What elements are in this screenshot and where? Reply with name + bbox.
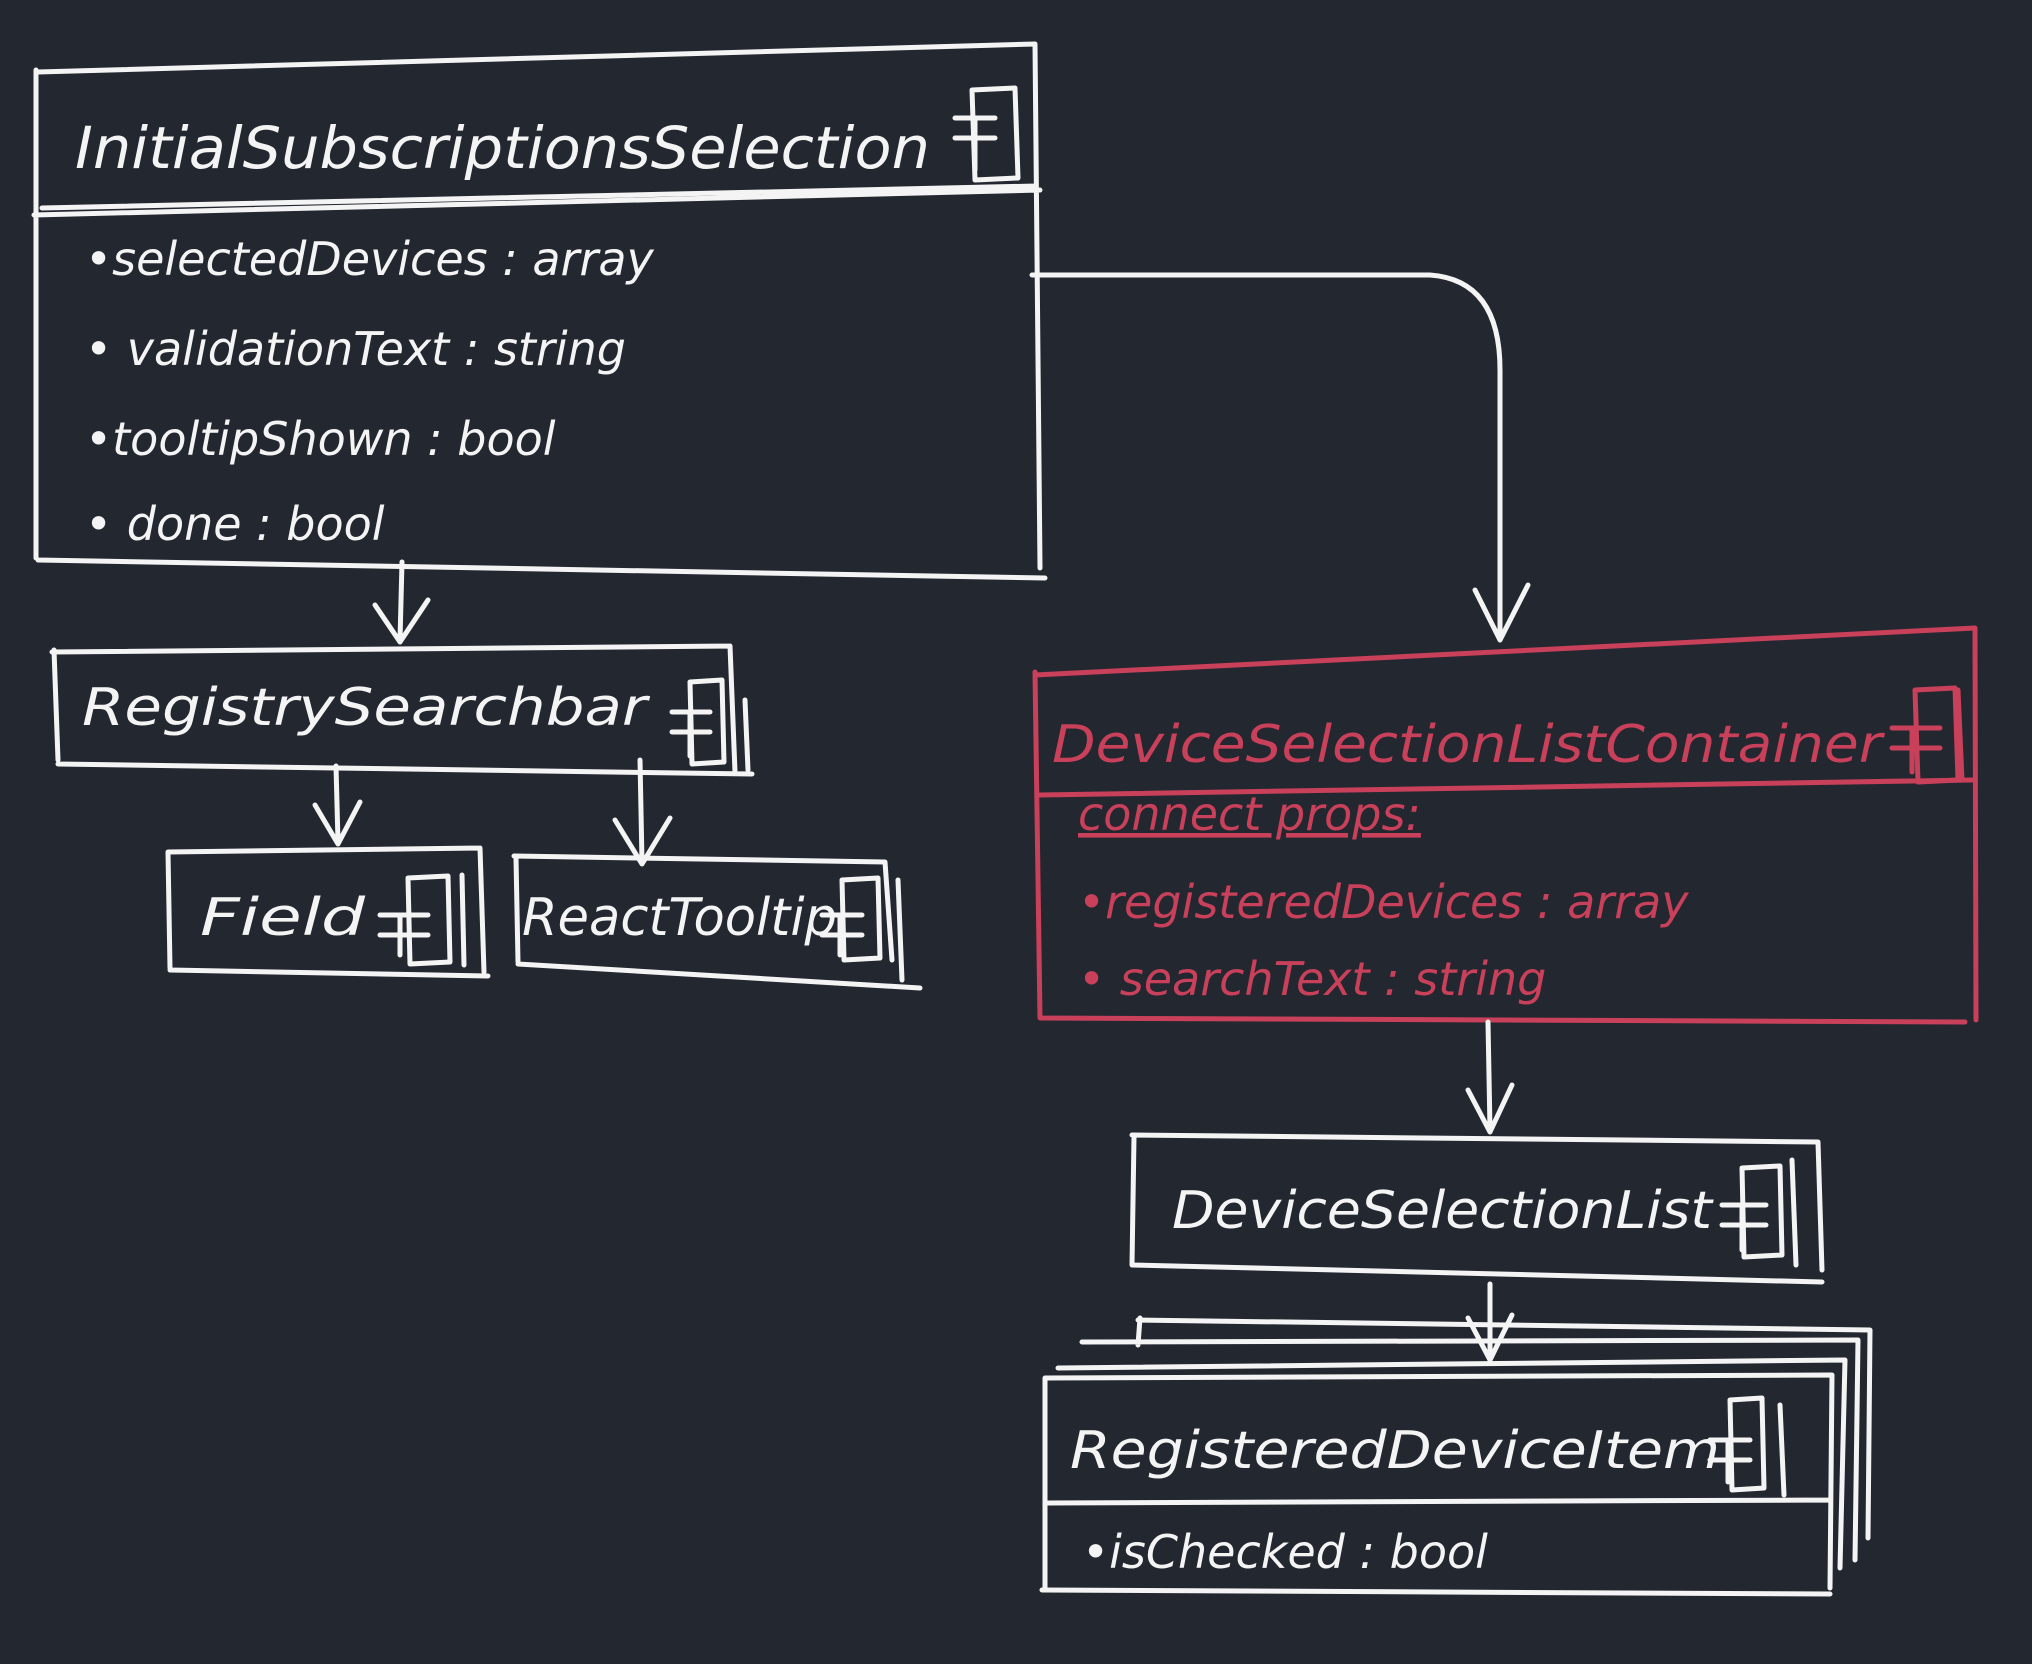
node-field: Field [165,845,491,979]
component-icon [1719,1163,1785,1260]
node-initial-subscriptions-selection: InitialSubscriptionsSelection •selectedD… [31,41,1048,581]
component-icon [1889,685,1961,785]
edge-searchbar-to-tooltip [612,757,673,867]
node-list-title: DeviceSelectionList [1172,1181,1714,1241]
edge-searchbar-to-field [312,763,363,847]
node-searchbar-title: RegistrySearchbar [82,678,651,738]
node-container-attr-1: •registeredDevices : array [1078,875,1689,929]
node-container-attr-2: • searchText : string [1078,952,1546,1006]
component-icon [1707,1395,1767,1493]
node-item-attr-1: •isChecked : bool [1082,1525,1488,1579]
node-initial-attr-4: • done : bool [85,497,385,551]
node-initial-title: InitialSubscriptionsSelection [75,114,930,182]
edge-container-to-list [1465,1019,1515,1135]
component-icon [819,875,883,963]
node-initial-attr-1: •selectedDevices : array [85,232,655,286]
component-icon [669,677,727,767]
edge-initial-to-container [1029,272,1531,643]
node-initial-attr-2: • validationText : string [85,322,626,376]
node-initial-attr-3: •tooltipShown : bool [85,412,556,466]
node-field-title: Field [200,888,366,948]
node-registry-searchbar: RegistrySearchbar [49,643,755,777]
node-device-selection-list-container: DeviceSelectionListContainer connect pro… [1032,625,1979,1025]
edge-initial-to-searchbar [372,559,431,645]
node-container-title: DeviceSelectionListContainer [1052,715,1886,775]
node-tooltip-title: ReactTooltip [522,888,837,948]
node-container-section: connect props: [1078,787,1421,841]
edge-list-to-item [1465,1281,1515,1363]
component-icon [952,85,1021,183]
node-registered-device-item: RegisteredDeviceItem •isChecked : bool [1039,1315,1873,1597]
component-icon [377,873,453,967]
node-react-tooltip: ReactTooltip [511,853,923,991]
node-device-selection-list: DeviceSelectionList [1129,1132,1825,1285]
node-item-title: RegisteredDeviceItem [1070,1421,1720,1481]
